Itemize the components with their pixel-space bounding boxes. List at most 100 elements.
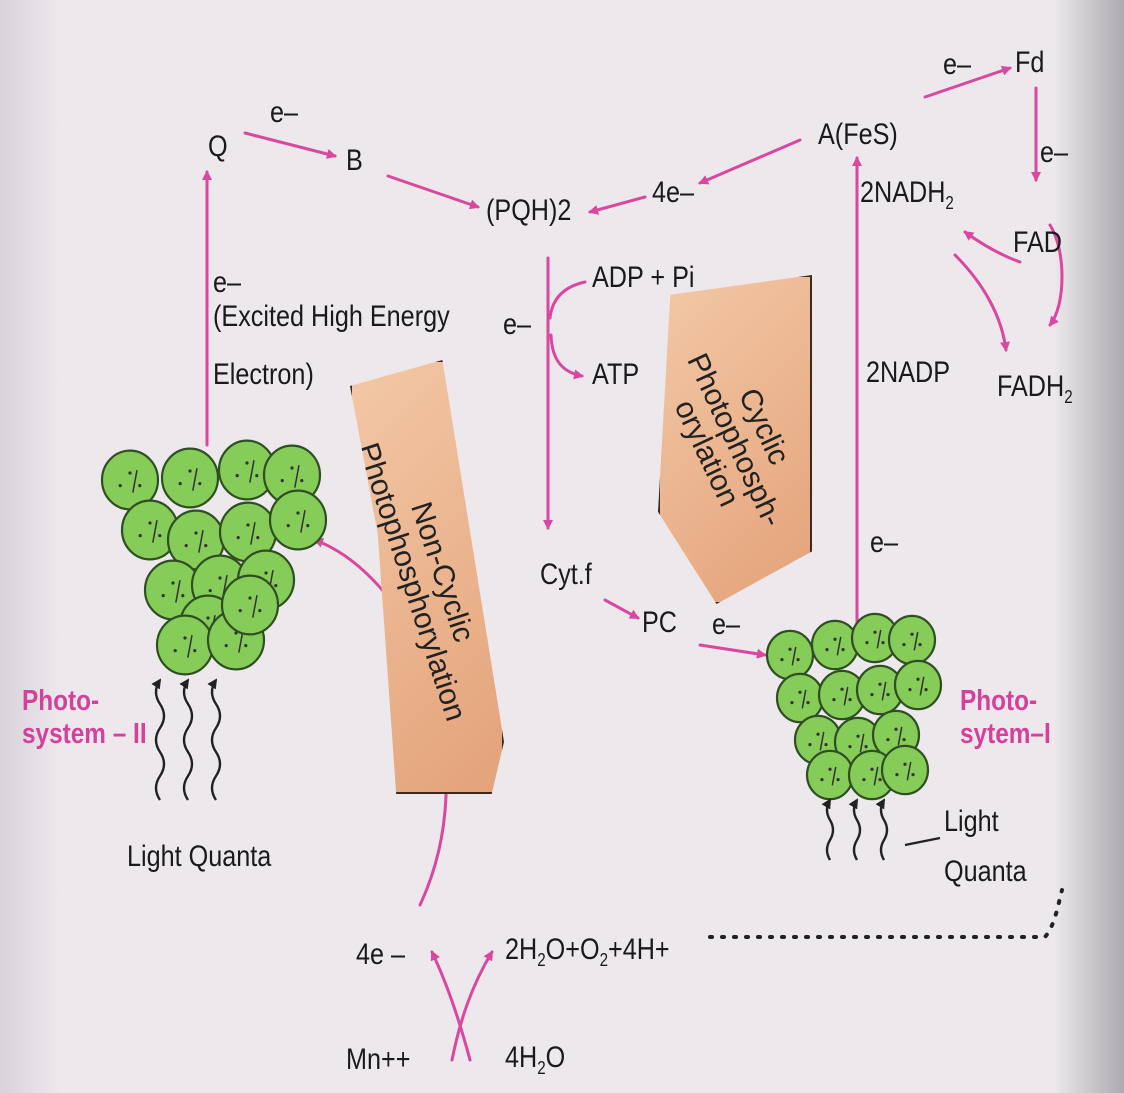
chlorophyll-dot xyxy=(832,698,835,701)
label-PQH2: (PQH)2 xyxy=(486,196,571,226)
chlorophyll-dot xyxy=(924,688,927,691)
chlorophyll-dot xyxy=(174,649,177,652)
chlorophyll-dot xyxy=(841,648,844,651)
chlorophyll-dot xyxy=(894,728,897,731)
chlorophyll-dot xyxy=(181,594,184,597)
chlorophyll-dot xyxy=(790,701,793,704)
chlorophyll-granule xyxy=(895,661,941,709)
chlorophyll-dot xyxy=(833,638,836,641)
chlorophyll-dot xyxy=(290,466,293,469)
chlorophyll-dot xyxy=(873,631,876,634)
chlorophyll-dot xyxy=(171,581,174,584)
chlorophyll-granule xyxy=(162,449,218,508)
label-2NADH2: 2NADH2 xyxy=(860,178,954,212)
chlorophyll-dot xyxy=(806,701,809,704)
chlorophyll-granule xyxy=(767,631,813,679)
chlorophyll-granule xyxy=(807,751,853,799)
label-excited-line2: Electron) xyxy=(213,360,314,390)
chlorophyll-dot xyxy=(274,584,277,587)
chlorophyll-dot xyxy=(902,643,905,646)
chlorophyll-dot xyxy=(158,534,161,537)
chlorophyll-dot xyxy=(245,461,248,464)
label-4e-top: 4e– xyxy=(652,178,694,208)
chlorophyll-dot xyxy=(798,691,801,694)
chlorophyll-dot xyxy=(886,693,889,696)
chlorophyll-granule xyxy=(222,576,278,635)
label-photosystem-i-line2: sytem–I xyxy=(960,718,1051,751)
chlorophyll-dot xyxy=(848,698,851,701)
water-products-part-c: +4H+ xyxy=(608,933,670,966)
chlorophyll-dot xyxy=(148,521,151,524)
arrow-Q-to-B xyxy=(245,133,335,156)
chlorophyll-dot xyxy=(808,743,811,746)
chlorophyll-dot xyxy=(836,778,839,781)
chlorophyll-dot xyxy=(246,523,249,526)
light-pointer-line xyxy=(905,838,940,845)
chlorophyll-dot xyxy=(264,571,267,574)
chlorophyll-dot xyxy=(237,536,240,539)
label-FAD: FAD xyxy=(1013,228,1062,258)
label-water-products: 2H2O+O2+4H+ xyxy=(505,935,670,969)
chlorophyll-dot xyxy=(870,768,873,771)
label-e-Q-B: e– xyxy=(270,98,298,128)
chlorophyll-dot xyxy=(908,688,911,691)
chlorophyll-dot xyxy=(816,733,819,736)
photosystem-i-chlorophyll-cluster xyxy=(767,614,941,799)
arrow-NADP-to-FADH2 xyxy=(955,255,1006,350)
chlorophyll-dot xyxy=(296,511,299,514)
label-e-chain: e– xyxy=(503,310,531,340)
arrow-Cytf-to-PC xyxy=(605,600,638,618)
chlorophyll-dot xyxy=(918,643,921,646)
chlorophyll-granule xyxy=(270,491,326,550)
label-FADH2-sub: 2 xyxy=(1064,387,1072,407)
label-ADP-Pi: ADP + Pi xyxy=(592,263,694,293)
light-wave-right-2 xyxy=(854,800,860,860)
chlorophyll-dot xyxy=(281,479,284,482)
label-ATP: ATP xyxy=(592,360,639,390)
chlorophyll-dot xyxy=(903,763,906,766)
chlorophyll-dot xyxy=(225,644,228,647)
label-PC: PC xyxy=(642,608,677,638)
chlorophyll-dot xyxy=(206,616,209,619)
label-photosystem-ii: Photo- system – II xyxy=(22,685,147,752)
chlorophyll-dot xyxy=(902,738,905,741)
chlorophyll-dot xyxy=(828,768,831,771)
chlorophyll-dot xyxy=(300,479,303,482)
label-Mn: Mn++ xyxy=(346,1045,410,1075)
arrow-PC-to-ps1 xyxy=(700,645,765,655)
chlorophyll-dot xyxy=(179,482,182,485)
label-photosystem-i: Photo- sytem–I xyxy=(960,685,1051,752)
arrow-ADP-curve xyxy=(550,282,585,318)
chlorophyll-dot xyxy=(244,644,247,647)
label-Fd: Fd xyxy=(1015,48,1044,78)
arrow-B-to-PQH2 xyxy=(388,176,478,207)
chlorophyll-granule xyxy=(812,621,858,669)
chlorophyll-dot xyxy=(218,576,221,579)
label-4e-bottom: 4e – xyxy=(356,940,405,970)
chlorophyll-granule xyxy=(889,616,935,664)
label-FADH2-main: FADH xyxy=(997,370,1064,403)
label-light: Light xyxy=(944,807,999,837)
cyclic-band-label: Cyclic Photophosph- orylation xyxy=(653,335,818,544)
label-light-quanta-left: Light Quanta xyxy=(127,842,271,872)
chlorophyll-dot xyxy=(239,609,242,612)
label-photosystem-ii-line2: system – II xyxy=(22,718,147,751)
chlorophyll-dot xyxy=(848,745,851,748)
chlorophyll-dot xyxy=(183,636,186,639)
chlorophyll-dot xyxy=(864,745,867,748)
chlorophyll-dot xyxy=(306,524,309,527)
chlorophyll-dot xyxy=(820,778,823,781)
dotted-connector xyxy=(710,890,1062,937)
water-products-part-b: O+O xyxy=(546,933,600,966)
photosystem-ii-chlorophyll-cluster xyxy=(102,441,326,675)
label-e-ps1-up: e– xyxy=(870,528,898,558)
four-H2O-part-b: O xyxy=(546,1041,566,1074)
chlorophyll-dot xyxy=(878,778,881,781)
label-Q: Q xyxy=(208,132,228,162)
chlorophyll-dot xyxy=(824,743,827,746)
chlorophyll-dot xyxy=(255,474,258,477)
chlorophyll-dot xyxy=(138,484,141,487)
chlorophyll-dot xyxy=(870,693,873,696)
chlorophyll-dot xyxy=(204,544,207,547)
